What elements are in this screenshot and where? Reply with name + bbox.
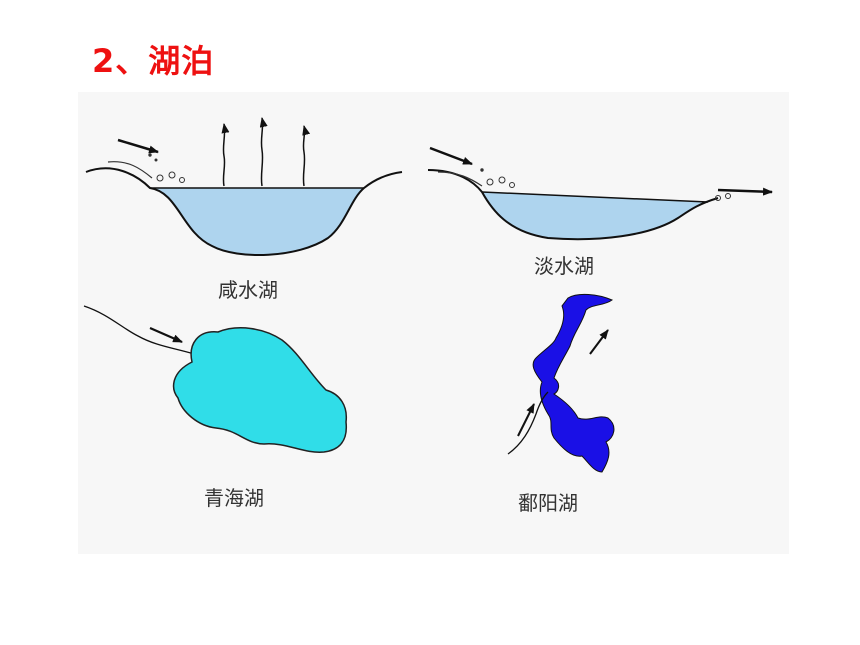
saltwater-lake-diagram: [85, 117, 403, 257]
poyang-lake-label: 鄱阳湖: [518, 491, 578, 515]
freshwater-lake-water: [482, 192, 704, 240]
poyang-lake-map: [507, 293, 615, 473]
inflow-arrow-icon: [149, 326, 183, 344]
freshwater-lake-label: 淡水湖: [534, 254, 594, 278]
inflow-stream: [437, 171, 483, 187]
saltwater-lake-label: 咸水湖: [218, 278, 278, 302]
swirl-icon: [148, 153, 185, 183]
evaporation-arrow-icon: [221, 123, 230, 187]
qinghai-inflow-river: [83, 305, 195, 355]
inflow-stream: [107, 161, 153, 179]
inflow-arrow-icon: [429, 146, 473, 166]
swirl-icon: [480, 168, 515, 188]
outflow-arrow-icon: [589, 329, 609, 355]
saltwater-lake-basin: [85, 167, 403, 257]
freshwater-lake-diagram: [427, 146, 773, 241]
evaporation-arrow-icon: [259, 117, 268, 187]
evaporation-arrow-icon: [302, 125, 311, 187]
freshwater-lake-surface: [481, 191, 709, 203]
freshwater-lake-basin: [427, 169, 719, 241]
saltwater-lake-water: [150, 188, 364, 256]
qinghai-lake-map: [83, 305, 348, 453]
slide-title: 2、湖泊: [92, 42, 215, 80]
inflow-arrow-icon: [117, 138, 159, 154]
qinghai-lake-label: 青海湖: [204, 486, 264, 510]
outflow-arrow-icon: [717, 187, 773, 196]
swirl-icon: [715, 193, 731, 201]
qinghai-lake-shape: [172, 327, 348, 453]
poyang-inflow-river: [507, 391, 549, 455]
poyang-lake-shape: [532, 293, 615, 473]
inflow-arrow-icon: [517, 403, 535, 437]
lake-diagram-panel: 咸水湖 淡水湖 青海湖 鄱阳湖: [78, 92, 789, 554]
